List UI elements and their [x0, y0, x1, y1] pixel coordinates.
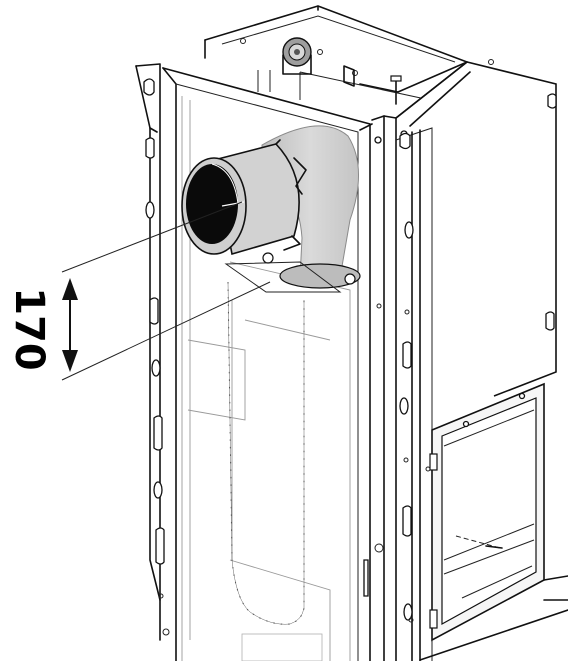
- chain: [227, 281, 305, 625]
- duct-collar: [181, 139, 307, 256]
- left-side-frame: [135, 63, 170, 641]
- fan-pulley: [282, 37, 312, 75]
- bolt: [390, 75, 402, 105]
- extension-line-top: [61, 201, 243, 273]
- inner-cabinet: [162, 67, 371, 661]
- extension-line-bottom: [61, 281, 271, 381]
- arrow-up: [62, 278, 78, 300]
- duct-opening: [186, 164, 238, 244]
- dimension-value: 170: [6, 287, 52, 371]
- dimension-annotation: 170: [6, 201, 271, 381]
- top-bracket: [257, 65, 355, 92]
- lower-opening: [419, 382, 568, 661]
- arrow-down: [62, 350, 78, 372]
- right-cabinet: [383, 61, 557, 661]
- center-post: [359, 115, 385, 661]
